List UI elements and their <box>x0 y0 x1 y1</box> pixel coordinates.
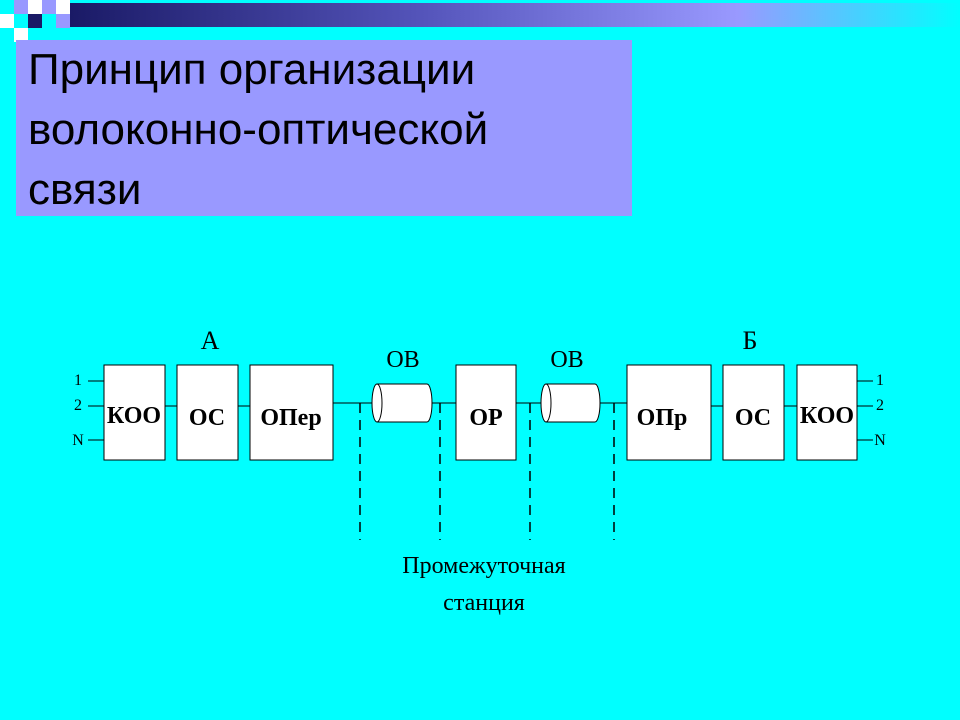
intermediate-station-label-1: Промежуточная <box>402 553 565 579</box>
fiber-cylinder-2 <box>540 383 601 423</box>
block-opr <box>626 364 712 461</box>
block-label-or: ОР <box>469 405 502 431</box>
block-label-koo-right: КОО <box>800 403 854 429</box>
block-label-os-right: ОС <box>735 405 771 431</box>
left-channel-2: 2 <box>74 397 82 414</box>
intermediate-station-label-2: станция <box>443 590 525 616</box>
station-b-label: Б <box>743 326 758 355</box>
title-panel <box>16 40 632 216</box>
block-label-os-left: ОС <box>189 405 225 431</box>
right-channel-2: 2 <box>876 397 884 414</box>
block-koo-right <box>796 364 858 461</box>
title-line-1: Принцип организации <box>28 45 476 94</box>
title-line-2: волоконно-оптической <box>28 105 489 154</box>
block-label-opr: ОПр <box>637 405 688 431</box>
block-oper <box>249 364 334 461</box>
block-or <box>455 364 517 461</box>
block-koo-left <box>103 364 166 461</box>
left-channel-1: 1 <box>74 372 82 389</box>
block-os-left <box>176 364 239 461</box>
fiber-label-1: ОВ <box>386 347 419 373</box>
title-line-3: связи <box>28 165 142 214</box>
station-a-label: А <box>201 326 220 355</box>
right-channel-1: 1 <box>876 372 884 389</box>
block-os-right <box>722 364 785 461</box>
right-channel-n: N <box>874 432 886 449</box>
header-gradient-bar <box>70 3 960 27</box>
block-label-koo-left: КОО <box>107 403 161 429</box>
fiber-label-2: ОВ <box>550 347 583 373</box>
slide-title: Принцип организации волоконно-оптической… <box>28 40 628 220</box>
fiber-cylinder-1 <box>371 383 433 423</box>
left-channel-n: N <box>72 432 84 449</box>
block-label-oper: ОПер <box>260 405 321 431</box>
